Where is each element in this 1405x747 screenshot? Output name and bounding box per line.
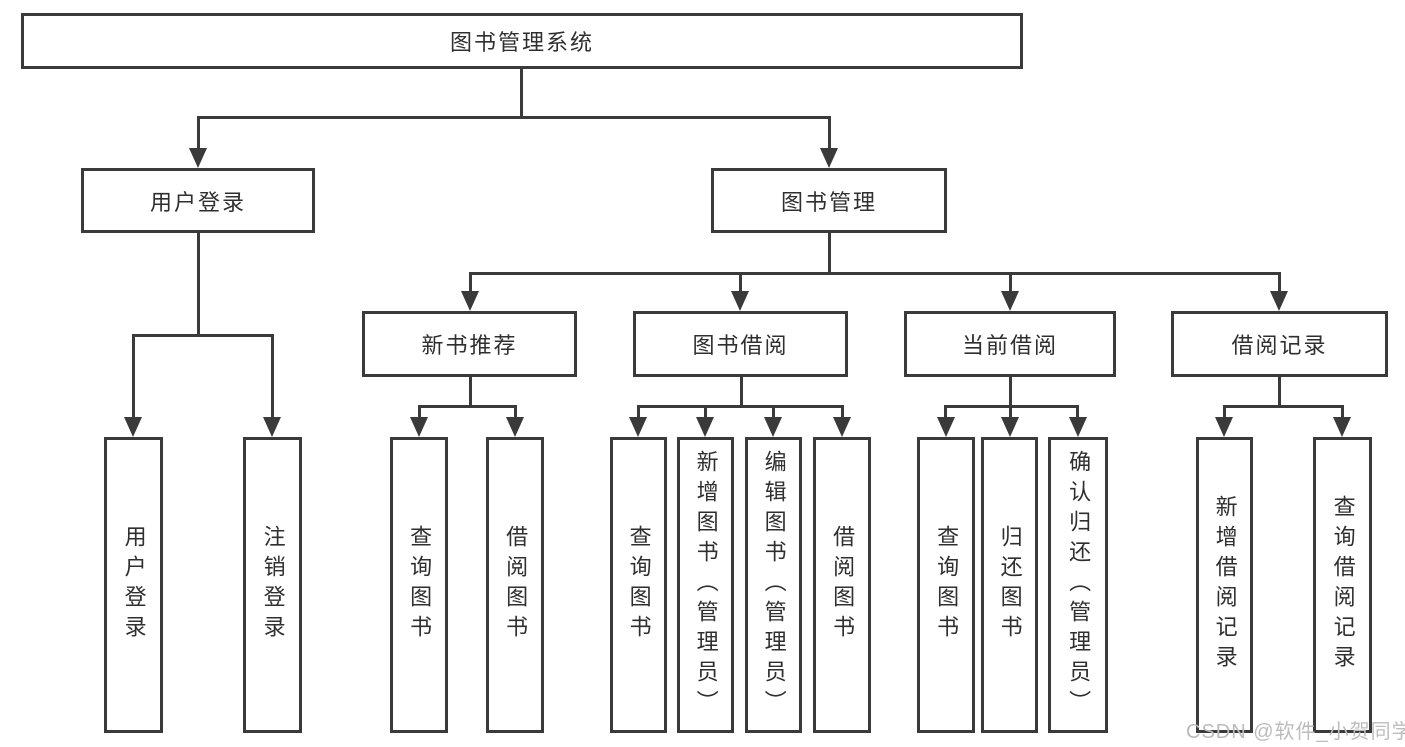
node-label: 新增图书（管理员） [693, 450, 719, 720]
node-leaf-logout: 注销登录 [243, 437, 302, 733]
arrowhead-nr-borrow-icon [506, 417, 524, 437]
connector-user-login-drop [197, 116, 200, 150]
connector-book-borrow-stem [740, 377, 743, 408]
connector-book-borrow-drop [739, 272, 742, 294]
node-current-borrow: 当前借阅 [904, 311, 1116, 377]
node-label: 新书推荐 [421, 333, 518, 358]
arrowhead-bb-borrow-icon [833, 417, 851, 437]
connector-new-book-drop [469, 272, 472, 294]
connector-book-management-drop [828, 116, 831, 150]
node-label: 借阅记录 [1231, 333, 1328, 358]
arrowhead-cb-confirm-icon [1069, 417, 1087, 437]
node-leaf-br-add-record: 新增借阅记录 [1196, 437, 1253, 733]
node-leaf-bb-borrow-book: 借阅图书 [813, 437, 871, 733]
node-label: 当前借阅 [961, 333, 1058, 358]
node-leaf-bb-edit-book-admin: 编辑图书（管理员） [745, 437, 802, 733]
connector-new-book-bus [418, 405, 517, 408]
connector-book-borrow-bus [637, 405, 844, 408]
connector-bb-borrow-drop [841, 405, 844, 419]
connector-bb-edit-drop [772, 405, 775, 419]
node-label: 编辑图书（管理员） [761, 450, 787, 720]
node-label: 查询图书 [407, 525, 433, 645]
connector-level2-bus [197, 116, 831, 119]
arrowhead-nr-query-icon [410, 417, 428, 437]
arrowhead-bb-edit-icon [764, 417, 782, 437]
node-label: 归还图书 [997, 525, 1023, 645]
arrowhead-user-login-icon [189, 148, 207, 168]
connector-new-book-stem [469, 377, 472, 408]
csdn-watermark: CSDN @软件_小贺同学 [1186, 721, 1405, 743]
node-leaf-cb-query-book: 查询图书 [917, 437, 975, 733]
node-borrow-record: 借阅记录 [1171, 311, 1388, 377]
node-leaf-nr-borrow-book: 借阅图书 [486, 437, 544, 733]
connector-root-stem [520, 68, 523, 119]
connector-br-add-drop [1223, 405, 1226, 419]
node-library-management-system: 图书管理系统 [21, 13, 1023, 69]
node-leaf-cb-confirm-return-admin: 确认归还（管理员） [1048, 437, 1108, 733]
node-label: 图书管理系统 [449, 30, 594, 55]
arrowhead-cb-query-icon [937, 417, 955, 437]
node-label: 用户登录 [121, 525, 147, 645]
node-leaf-user-login: 用户登录 [104, 437, 163, 733]
arrowhead-current-borrow-icon [1001, 291, 1019, 311]
arrowhead-leaf-login-icon [124, 417, 142, 437]
node-label: 图书借阅 [692, 333, 789, 358]
arrowhead-borrow-record-icon [1270, 291, 1288, 311]
arrowhead-leaf-logout-icon [263, 417, 281, 437]
node-leaf-bb-add-book-admin: 新增图书（管理员） [677, 437, 734, 733]
node-book-borrow: 图书借阅 [633, 311, 848, 377]
node-label: 注销登录 [260, 525, 286, 645]
node-leaf-nr-query-book: 查询图书 [390, 437, 448, 733]
arrowhead-br-query-icon [1333, 417, 1351, 437]
connector-br-query-drop [1341, 405, 1344, 419]
arrowhead-new-book-icon [461, 291, 479, 311]
node-label: 查询图书 [626, 525, 652, 645]
connector-leaf-logout-drop [271, 334, 274, 419]
node-label: 借阅图书 [830, 525, 856, 645]
connector-borrow-record-drop [1278, 272, 1281, 294]
connector-user-login-stem [197, 233, 200, 337]
connector-cb-return-drop [1009, 405, 1012, 419]
node-label: 用户登录 [149, 189, 246, 215]
arrowhead-br-add-icon [1215, 417, 1233, 437]
connector-borrow-record-bus [1223, 405, 1344, 408]
connector-bb-add-drop [704, 405, 707, 419]
node-label: 查询图书 [934, 525, 960, 645]
node-user-login: 用户登录 [81, 168, 315, 233]
connector-level3-bus [469, 272, 1281, 275]
arrowhead-book-management-icon [820, 148, 838, 168]
node-label: 确认归还（管理员） [1066, 450, 1092, 720]
arrowhead-book-borrow-icon [731, 291, 749, 311]
node-leaf-bb-query-book: 查询图书 [610, 437, 667, 733]
connector-book-management-stem [828, 233, 831, 275]
connector-bb-query-drop [637, 405, 640, 419]
connector-nr-borrow-drop [514, 405, 517, 419]
node-leaf-br-query-record: 查询借阅记录 [1313, 437, 1372, 733]
connector-nr-query-drop [418, 405, 421, 419]
connector-user-login-bus [132, 334, 274, 337]
node-book-management: 图书管理 [711, 168, 947, 233]
connector-current-borrow-drop [1009, 272, 1012, 294]
connector-leaf-login-drop [132, 334, 135, 419]
node-label: 图书管理 [780, 189, 877, 215]
arrowhead-bb-query-icon [629, 417, 647, 437]
connector-borrow-record-stem [1278, 377, 1281, 408]
connector-current-borrow-stem [1009, 377, 1012, 408]
node-new-book-recommend: 新书推荐 [362, 311, 577, 377]
arrowhead-cb-return-icon [1001, 417, 1019, 437]
connector-cb-confirm-drop [1076, 405, 1079, 419]
node-label: 查询借阅记录 [1330, 495, 1356, 675]
node-label: 借阅图书 [503, 525, 529, 645]
node-label: 新增借阅记录 [1212, 495, 1238, 675]
connector-cb-query-drop [944, 405, 947, 419]
node-leaf-cb-return-book: 归还图书 [981, 437, 1038, 733]
arrowhead-bb-add-icon [696, 417, 714, 437]
